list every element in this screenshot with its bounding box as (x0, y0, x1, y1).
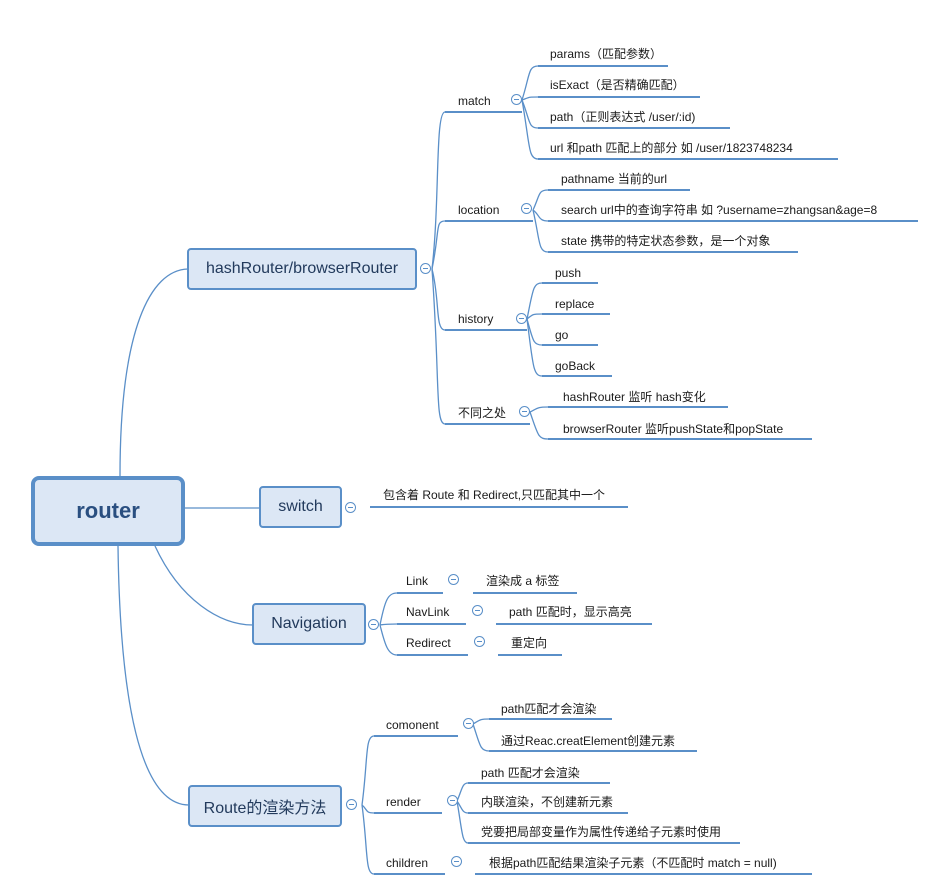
leaf-node[interactable]: pathname 当前的url (561, 172, 668, 186)
leaf-node[interactable]: params（匹配参数） (550, 47, 663, 61)
collapse-toggle-icon[interactable] (451, 856, 462, 867)
root-node[interactable]: router (31, 476, 185, 546)
node-link[interactable]: Link (406, 574, 429, 588)
leaf-node[interactable]: state 携带的特定状态参数，是一个对象 (561, 234, 771, 248)
node-label: Route的渲染方法 (203, 800, 327, 817)
leaf-node[interactable]: 根据path匹配结果渲染子元素（不匹配时 match = null) (489, 856, 777, 870)
node-label: switch (278, 498, 323, 515)
node-history[interactable]: history (458, 312, 494, 326)
collapse-toggle-icon[interactable] (474, 636, 485, 647)
collapse-toggle-icon[interactable] (516, 313, 527, 324)
node-children[interactable]: children (386, 856, 429, 870)
leaf-node[interactable]: 通过Reac.creatElement创建元素 (501, 734, 676, 748)
collapse-toggle-icon[interactable] (346, 799, 357, 810)
leaf-node[interactable]: hashRouter 监听 hash变化 (563, 390, 706, 404)
leaf-node[interactable]: path 匹配才会渲染 (481, 766, 580, 780)
leaf-node[interactable]: isExact（是否精确匹配） (550, 78, 685, 92)
collapse-toggle-icon[interactable] (519, 406, 530, 417)
leaf-node[interactable]: 包含着 Route 和 Redirect,只匹配其中一个 (383, 488, 606, 502)
node-location[interactable]: location (458, 203, 500, 217)
leaf-node[interactable]: push (555, 266, 582, 280)
leaf-node[interactable]: goBack (555, 359, 596, 373)
collapse-toggle-icon[interactable] (345, 502, 356, 513)
node-component[interactable]: comonent (386, 718, 439, 732)
leaf-node[interactable]: 重定向 (511, 636, 548, 650)
node-diff[interactable]: 不同之处 (458, 406, 507, 420)
leaf-node[interactable]: path 匹配时，显示高亮 (509, 605, 632, 619)
node-label: Navigation (271, 615, 347, 632)
node-label: hashRouter/browserRouter (205, 260, 399, 277)
collapse-toggle-icon[interactable] (511, 94, 522, 105)
node-hashrouter[interactable]: hashRouter/browserRouter (187, 248, 417, 290)
leaf-node[interactable]: path匹配才会渲染 (501, 702, 597, 716)
node-navlink[interactable]: NavLink (406, 605, 450, 619)
collapse-toggle-icon[interactable] (447, 795, 458, 806)
collapse-toggle-icon[interactable] (420, 263, 431, 274)
leaf-node[interactable]: search url中的查询字符串 如 ?username=zhangsan&a… (561, 203, 878, 217)
leaf-node[interactable]: replace (555, 297, 595, 311)
node-route[interactable]: Route的渲染方法 (188, 785, 342, 827)
leaf-node[interactable]: go (555, 328, 569, 342)
node-match[interactable]: match (458, 94, 491, 108)
node-switch[interactable]: switch (259, 486, 342, 528)
collapse-toggle-icon[interactable] (521, 203, 532, 214)
collapse-toggle-icon[interactable] (472, 605, 483, 616)
leaf-node[interactable]: 党要把局部变量作为属性传递给子元素时使用 (481, 825, 722, 839)
leaf-node[interactable]: 内联渲染，不创建新元素 (481, 795, 614, 809)
collapse-toggle-icon[interactable] (463, 718, 474, 729)
leaf-node[interactable]: path（正则表达式 /user/:id) (550, 110, 696, 124)
leaf-node[interactable]: 渲染成 a 标签 (486, 574, 560, 588)
root-label: router (76, 498, 140, 523)
node-render[interactable]: render (386, 795, 421, 809)
node-redirect[interactable]: Redirect (406, 636, 451, 650)
collapse-toggle-icon[interactable] (368, 619, 379, 630)
leaf-node[interactable]: browserRouter 监听pushState和popState (563, 422, 784, 436)
leaf-node[interactable]: url 和path 匹配上的部分 如 /user/1823748234 (550, 141, 793, 155)
collapse-toggle-icon[interactable] (448, 574, 459, 585)
node-navigation[interactable]: Navigation (252, 603, 366, 645)
